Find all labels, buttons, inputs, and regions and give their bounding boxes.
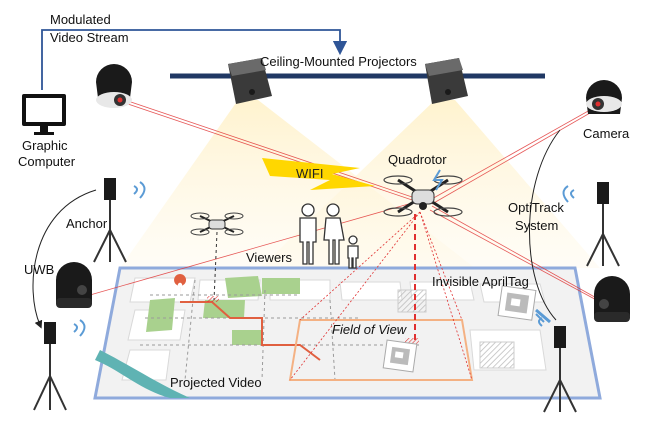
label-uwb: UWB <box>24 262 55 277</box>
label-wifi: WIFI <box>296 166 324 181</box>
monitor-icon <box>22 94 66 135</box>
apriltag-icon <box>382 339 418 373</box>
label-apriltag: Invisible AprilTag <box>432 274 529 289</box>
tripod-anchor-icon <box>543 326 577 413</box>
tripod-anchor-icon <box>33 322 67 411</box>
small-drone-beam <box>213 231 218 301</box>
camera-icon <box>96 64 132 108</box>
camera-icon <box>56 262 92 308</box>
optitrack-arc <box>529 129 561 321</box>
label-modulated: Modulated <box>50 12 111 27</box>
video-stream-line <box>41 29 348 90</box>
label-viewers: Viewers <box>246 250 293 265</box>
drone-fov-rays <box>289 211 473 381</box>
camera-icon <box>586 80 622 114</box>
label-video-stream: Video Stream <box>50 30 129 45</box>
drone-icon <box>383 175 463 217</box>
camera-icon <box>594 276 630 322</box>
apriltag-signal <box>535 308 551 324</box>
label-graphic: Graphic <box>22 138 68 153</box>
apriltag-icon <box>497 285 537 321</box>
tripod-anchor-icon <box>93 178 127 263</box>
label-projectors: Ceiling-Mounted Projectors <box>260 54 417 69</box>
projector-icon <box>228 58 272 104</box>
drone-icon <box>190 212 244 236</box>
label-camera: Camera <box>583 126 630 141</box>
uwb-arrow <box>32 189 97 329</box>
people-icon <box>299 203 359 269</box>
location-pin-icon <box>174 274 187 296</box>
tripod-anchor-icon <box>586 182 620 267</box>
projector-icon <box>425 58 468 104</box>
wifi-bolt-icon <box>262 158 375 190</box>
label-field-of-view: Field of View <box>332 322 407 337</box>
label-system: System <box>515 218 559 233</box>
signal-waves <box>73 169 575 337</box>
projected-floor <box>93 266 602 400</box>
label-optitrack: OptiTrack <box>508 200 564 215</box>
label-computer: Computer <box>18 154 76 169</box>
label-quadrotor: Quadrotor <box>388 152 447 167</box>
label-anchor: Anchor <box>66 216 108 231</box>
label-projected-video: Projected Video <box>170 375 262 390</box>
